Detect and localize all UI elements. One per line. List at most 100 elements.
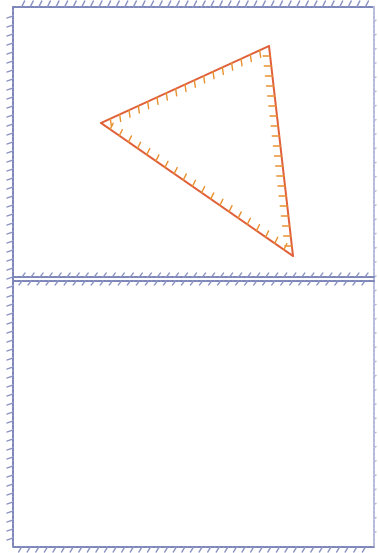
frame-right-hatch <box>373 332 377 335</box>
frame-left-hatch <box>6 402 14 406</box>
triangle-top-hatch <box>202 75 206 84</box>
frame-top-hatch <box>338 0 344 8</box>
frame-left-hatch <box>6 195 14 199</box>
frame-bottom-hatch <box>189 546 195 553</box>
divider-top-hatch <box>355 272 360 278</box>
divider-bottom-hatch <box>325 280 330 286</box>
frame-left-hatch <box>6 177 14 181</box>
frame-right-hatch <box>373 403 377 406</box>
frame-bottom-hatch <box>353 546 358 553</box>
triangle-top-hatch <box>212 70 215 80</box>
frame-left-hatch <box>6 357 14 361</box>
frame-bottom-hatch <box>172 546 178 553</box>
divider-top-hatch <box>111 272 116 278</box>
divider-top-hatch <box>21 272 26 278</box>
divider-top-hatch <box>138 272 144 278</box>
frame-left-hatch <box>6 456 14 460</box>
divider-bottom-hatch <box>162 280 168 286</box>
frame-right-hatch <box>373 147 377 150</box>
triangle-bottom-hatch <box>264 230 270 238</box>
frame-top-hatch <box>141 0 146 8</box>
frame-right-hatch <box>373 388 377 392</box>
frame-bottom-hatch <box>215 546 220 553</box>
frame-right-hatch <box>373 232 377 236</box>
divider-bottom-hatch <box>243 280 249 286</box>
frame-top-hatch <box>347 0 352 8</box>
frame-left-hatch <box>6 204 14 208</box>
frame-bottom-hatch <box>60 546 66 553</box>
frame-top-hatch <box>158 0 163 8</box>
triangle-bottom-hatch <box>155 154 160 162</box>
frame-bottom-hatch <box>318 546 324 553</box>
frame-left-hatch <box>6 465 14 469</box>
frame-left-hatch <box>6 483 14 487</box>
frame-bottom-hatch <box>241 546 246 553</box>
frame-left-hatch <box>6 501 14 505</box>
triangle-bottom-hatch <box>136 141 142 150</box>
divider-top-hatch <box>265 272 270 278</box>
frame-left-hatch <box>6 339 14 343</box>
divider-bottom-hatch <box>298 280 303 286</box>
divider-bottom-hatch <box>280 280 285 286</box>
frame-right-hatch <box>373 317 377 321</box>
triangle-bottom-hatch <box>164 160 169 169</box>
frame-bottom-hatch <box>146 546 152 553</box>
frame-left-hatch <box>6 141 14 145</box>
frame-top-hatch <box>227 0 232 8</box>
frame-top-hatch <box>55 0 60 8</box>
frame-right-hatch <box>373 133 377 136</box>
frame-left-hatch <box>6 69 14 73</box>
divider-bottom-hatch <box>126 280 132 286</box>
frame-bottom-hatch <box>17 546 23 553</box>
triangle-bottom-hatch <box>109 122 114 131</box>
triangle-bottom-hatch <box>228 204 233 213</box>
frame-top-hatch <box>295 0 301 8</box>
frame-right-hatch <box>373 19 377 22</box>
frame-left-hatch <box>6 384 14 388</box>
frame-right-hatch <box>373 303 377 307</box>
frame-left-hatch <box>6 474 14 478</box>
frame-right-hatch <box>373 118 377 122</box>
frame-right-hatch <box>373 289 377 292</box>
divider-top-hatch <box>301 272 306 278</box>
frame-right-hatch <box>373 445 377 449</box>
frame-bottom-hatch <box>95 546 100 553</box>
frame-right-hatch <box>373 531 377 534</box>
divider-bottom-hatch <box>262 280 267 286</box>
divider-bottom-hatch <box>36 280 41 286</box>
divider-top-hatch <box>183 272 189 278</box>
frame-left-hatch <box>6 24 14 28</box>
divider-bottom-hatch <box>252 280 258 286</box>
frame-right-hatch <box>373 516 377 520</box>
triangle-top-hatch <box>118 113 122 123</box>
triangle-top-hatch <box>193 79 197 88</box>
frame-left-hatch <box>6 87 14 91</box>
panel-divider <box>12 272 375 286</box>
triangle-bottom-hatch <box>255 223 261 232</box>
triangle-bottom-hatch <box>246 217 251 226</box>
frame-left-hatch <box>6 510 14 514</box>
triangle-top-hatch <box>146 100 150 110</box>
frame-top-hatch <box>167 0 172 8</box>
frame-right-hatch <box>373 374 377 378</box>
frame-bottom-hatch <box>26 546 31 553</box>
frame-top-hatch <box>124 0 129 8</box>
divider-bottom-hatch <box>18 280 23 286</box>
frame-left-hatch <box>6 330 14 334</box>
divider-top-hatch <box>174 272 180 278</box>
frame-right-hatch <box>373 175 377 179</box>
frame-bottom-hatch <box>112 546 117 553</box>
divider-top-hatch <box>255 272 261 278</box>
triangle-top-hatch <box>156 96 159 106</box>
frame-right-hatch <box>373 218 377 221</box>
frame-bottom-hatch <box>275 546 281 553</box>
frame-top-hatch <box>244 0 249 8</box>
divider-bottom-hatch <box>153 280 159 286</box>
divider-bottom-hatch <box>63 280 68 286</box>
triangle-bottom-hatch <box>182 173 187 181</box>
frame-top-hatch <box>175 0 181 8</box>
frame-left-hatch <box>6 528 14 532</box>
frame-right-hatch <box>373 431 377 435</box>
triangle-bottom-hatch <box>210 192 215 200</box>
